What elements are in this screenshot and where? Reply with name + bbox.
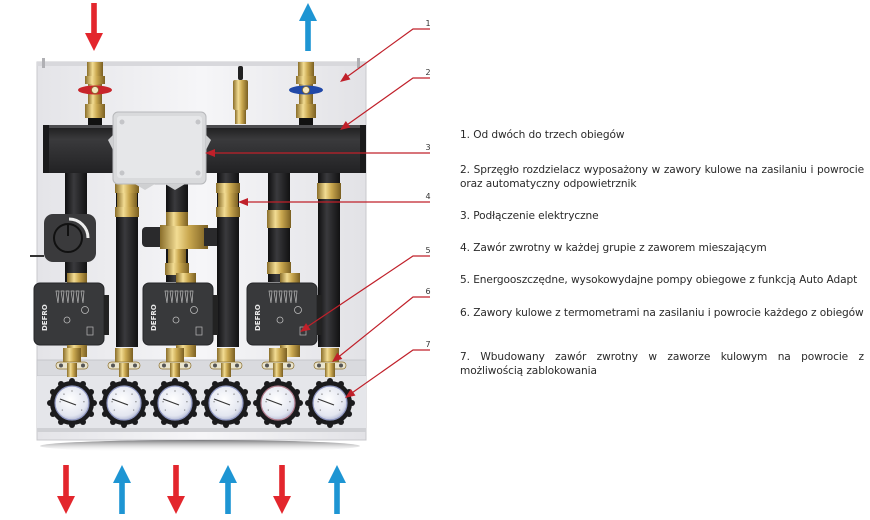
callout-number: 5 (425, 246, 430, 255)
return-ball-valve (289, 62, 323, 126)
mixing-valve-actuator (30, 214, 96, 262)
legend-item-6: 6. Zawory kulowe z termometrami na zasil… (460, 306, 864, 320)
circulation-pump: DEFRO (33, 273, 109, 357)
legend-item-3: 3. Podłączenie elektryczne (460, 209, 864, 223)
return-flow-arrow-up-icon (113, 465, 131, 514)
legend-number: 1. (460, 129, 470, 141)
legend-number: 5. (460, 274, 470, 286)
supply-flow-arrow-down-icon (57, 465, 75, 514)
circulation-pump: DEFRO (246, 273, 322, 357)
legend-item-1: 1. Od dwóch do trzech obiegów (460, 128, 864, 142)
callout-number: 3 (425, 143, 430, 152)
callout-number: 7 (425, 340, 430, 349)
automatic-air-vent (233, 66, 248, 124)
supply-flow-arrow-down-icon (167, 465, 185, 514)
legend-number: 7. (460, 351, 470, 363)
thermometer-ball-valve (305, 348, 355, 428)
legend-item-4: 4. Zawór zwrotny w każdej grupie z zawor… (460, 241, 864, 255)
thermometer-ball-valve (99, 348, 149, 428)
callout-3: 3 (205, 143, 431, 157)
three-way-mixing-valve (142, 212, 217, 275)
legend-item-2: 2. Sprzęgło rozdzielacz wyposażony w zaw… (460, 163, 864, 191)
callout-number: 4 (425, 192, 430, 201)
legend-text: Energooszczędne, wysokowydajne pompy obi… (473, 274, 858, 286)
thermometer-ball-valve (253, 348, 303, 428)
thermometer-ball-valve (47, 348, 97, 428)
legend-text: Od dwóch do trzech obiegów (473, 129, 625, 141)
check-valve-couplings (115, 183, 341, 274)
legend-number: 2. (460, 164, 470, 176)
legend-item-5: 5. Energooszczędne, wysokowydajne pompy … (460, 273, 864, 287)
thermometer-ball-valve (201, 348, 251, 428)
callout-number: 2 (425, 68, 430, 77)
legend-text: Wbudowany zawór zwrotny w zaworze kulowy… (460, 351, 864, 377)
legend-text: Zawór zwrotny w każdej grupie z zaworem … (473, 242, 767, 254)
callout-number: 6 (425, 287, 430, 296)
floor-shadow (40, 440, 360, 452)
circulation-pump: DEFRO (142, 273, 218, 357)
callout-5: 5 (300, 246, 431, 332)
legend-text: Podłączenie elektryczne (473, 210, 599, 222)
callout-2: 2 (340, 68, 431, 130)
legend-text: Zawory kulowe z termometrami na zasilani… (473, 307, 864, 319)
legend-number: 3. (460, 210, 470, 222)
supply-flow-arrow-down-icon (85, 3, 103, 51)
callout-4: 4 (238, 192, 431, 206)
return-flow-arrow-up-icon (299, 3, 317, 51)
pump-brand-label: DEFRO (150, 304, 158, 331)
legend-item-7: 7. Wbudowany zawór zwrotny w zaworze kul… (460, 350, 864, 378)
supply-ball-valve (78, 62, 112, 126)
pump-brand-label: DEFRO (254, 304, 262, 331)
callout-1: 1 (340, 19, 431, 82)
electrical-junction-box (108, 111, 211, 190)
thermometer-ball-valve (150, 348, 200, 428)
legend-text: Sprzęgło rozdzielacz wyposażony w zawory… (460, 164, 865, 190)
callout-6: 6 (332, 287, 431, 362)
legend-number: 4. (460, 242, 470, 254)
pump-brand-label: DEFRO (41, 304, 49, 331)
return-flow-arrow-up-icon (328, 465, 346, 514)
callout-7: 7 (345, 340, 431, 398)
legend-number: 6. (460, 307, 470, 319)
callout-number: 1 (425, 19, 430, 28)
return-flow-arrow-up-icon (219, 465, 237, 514)
supply-flow-arrow-down-icon (273, 465, 291, 514)
